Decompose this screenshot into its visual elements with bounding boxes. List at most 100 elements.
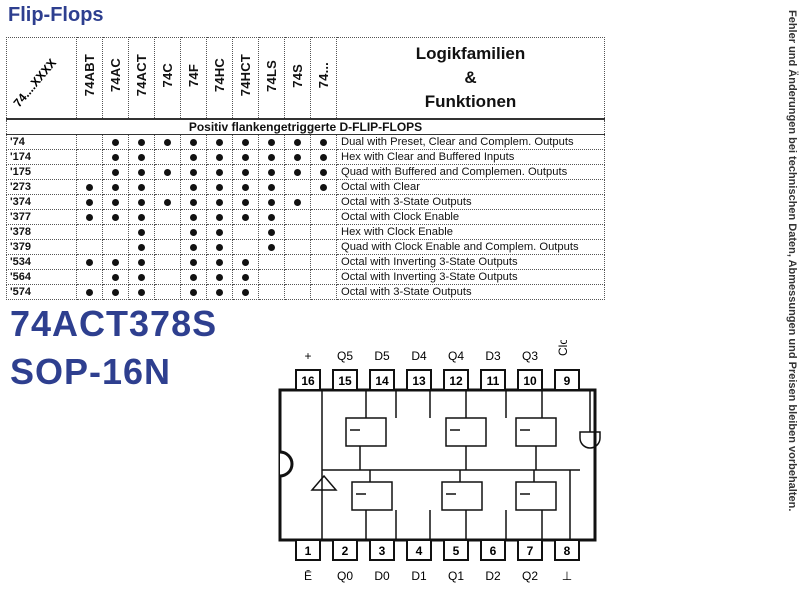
family-support-cell (154, 149, 181, 165)
supported-dot-icon (268, 228, 275, 236)
function-cell: Octal with 3-State Outputs (336, 194, 605, 210)
pin-number: 2 (342, 544, 349, 558)
family-support-cell (102, 164, 129, 180)
corner-label: 74....XXXX (11, 56, 59, 110)
family-support-cell (102, 239, 129, 255)
supported-dot-icon (216, 288, 223, 296)
family-support-cell (310, 254, 337, 270)
family-label: 74HCT (238, 54, 253, 97)
function-cell: Octal with Inverting 3-State Outputs (336, 269, 605, 285)
section-title: Positiv flankengetriggerte D-FLIP-FLOPS (6, 118, 605, 135)
pin-number: 8 (564, 544, 571, 558)
part-number-cell: '174 (6, 149, 77, 165)
family-col-head: 74C (154, 37, 181, 120)
pin-number: 7 (527, 544, 534, 558)
pin-box (332, 539, 358, 561)
supported-dot-icon (112, 213, 119, 221)
supported-dot-icon (112, 288, 119, 296)
family-support-cell (232, 254, 259, 270)
family-support-cell (310, 269, 337, 285)
part-number-cell: '379 (6, 239, 77, 255)
family-support-cell (102, 209, 129, 225)
pin-8: 8⊥ (554, 539, 580, 583)
family-col-head: 74ACT (128, 37, 155, 120)
supported-dot-icon (216, 153, 223, 161)
family-support-cell (310, 194, 337, 210)
flip-flop-box (445, 417, 487, 447)
pin-1: 1Ē (295, 539, 321, 583)
supported-dot-icon (268, 213, 275, 221)
supported-dot-icon (320, 153, 327, 161)
supported-dot-icon (320, 138, 327, 146)
family-support-cell (232, 194, 259, 210)
pin-box (295, 369, 321, 391)
supported-dot-icon (190, 168, 197, 176)
supported-dot-icon (320, 168, 327, 176)
pin-number: 5 (453, 544, 460, 558)
pin-label: D2 (485, 569, 501, 583)
family-support-cell (310, 239, 337, 255)
family-label: 74AC (108, 58, 123, 93)
family-label: 74S (290, 63, 305, 88)
supported-dot-icon (268, 198, 275, 206)
supported-dot-icon (164, 198, 171, 206)
family-support-cell (310, 149, 337, 165)
family-support-cell (232, 134, 259, 150)
flip-flop-box (441, 481, 483, 511)
supported-dot-icon (242, 198, 249, 206)
family-support-cell (180, 179, 207, 195)
family-support-cell (284, 164, 311, 180)
supported-dot-icon (86, 213, 93, 221)
family-support-cell (76, 149, 103, 165)
family-support-cell (154, 239, 181, 255)
supported-dot-icon (216, 258, 223, 266)
pin-box (369, 369, 395, 391)
family-support-cell (310, 209, 337, 225)
part-number-cell: '273 (6, 179, 77, 195)
supported-dot-icon (190, 288, 197, 296)
supported-dot-icon (86, 198, 93, 206)
family-support-cell (310, 179, 337, 195)
family-support-cell (76, 179, 103, 195)
pin-label: D3 (485, 349, 501, 363)
pin-5: 5Q1 (443, 539, 469, 583)
supported-dot-icon (268, 168, 275, 176)
family-col-head: 74... (310, 37, 337, 120)
supported-dot-icon (190, 183, 197, 191)
supported-dot-icon (190, 213, 197, 221)
internal-logic (310, 390, 601, 540)
family-support-cell (310, 134, 337, 150)
supported-dot-icon (138, 228, 145, 236)
pin-label: + (304, 349, 311, 363)
supported-dot-icon (112, 273, 119, 281)
pin-box (443, 369, 469, 391)
part-number-cell: '378 (6, 224, 77, 240)
supported-dot-icon (112, 258, 119, 266)
supported-dot-icon (242, 153, 249, 161)
family-label: 74LS (264, 59, 279, 92)
family-support-cell (128, 134, 155, 150)
part-number-cell: '374 (6, 194, 77, 210)
part-number-cell: '74 (6, 134, 77, 150)
supported-dot-icon (216, 273, 223, 281)
corner-cell: 74....XXXX (6, 37, 77, 120)
part-number-cell: '564 (6, 269, 77, 285)
supported-dot-icon (112, 168, 119, 176)
family-support-cell (284, 239, 311, 255)
table-header-row: 74....XXXX 74ABT 74AC 74ACT 74C 74F 74HC… (6, 37, 605, 120)
supported-dot-icon (216, 138, 223, 146)
family-support-cell (284, 254, 311, 270)
supported-dot-icon (112, 138, 119, 146)
supported-dot-icon (294, 153, 301, 161)
pin-box (406, 369, 432, 391)
pin-box (517, 539, 543, 561)
supported-dot-icon (190, 243, 197, 251)
